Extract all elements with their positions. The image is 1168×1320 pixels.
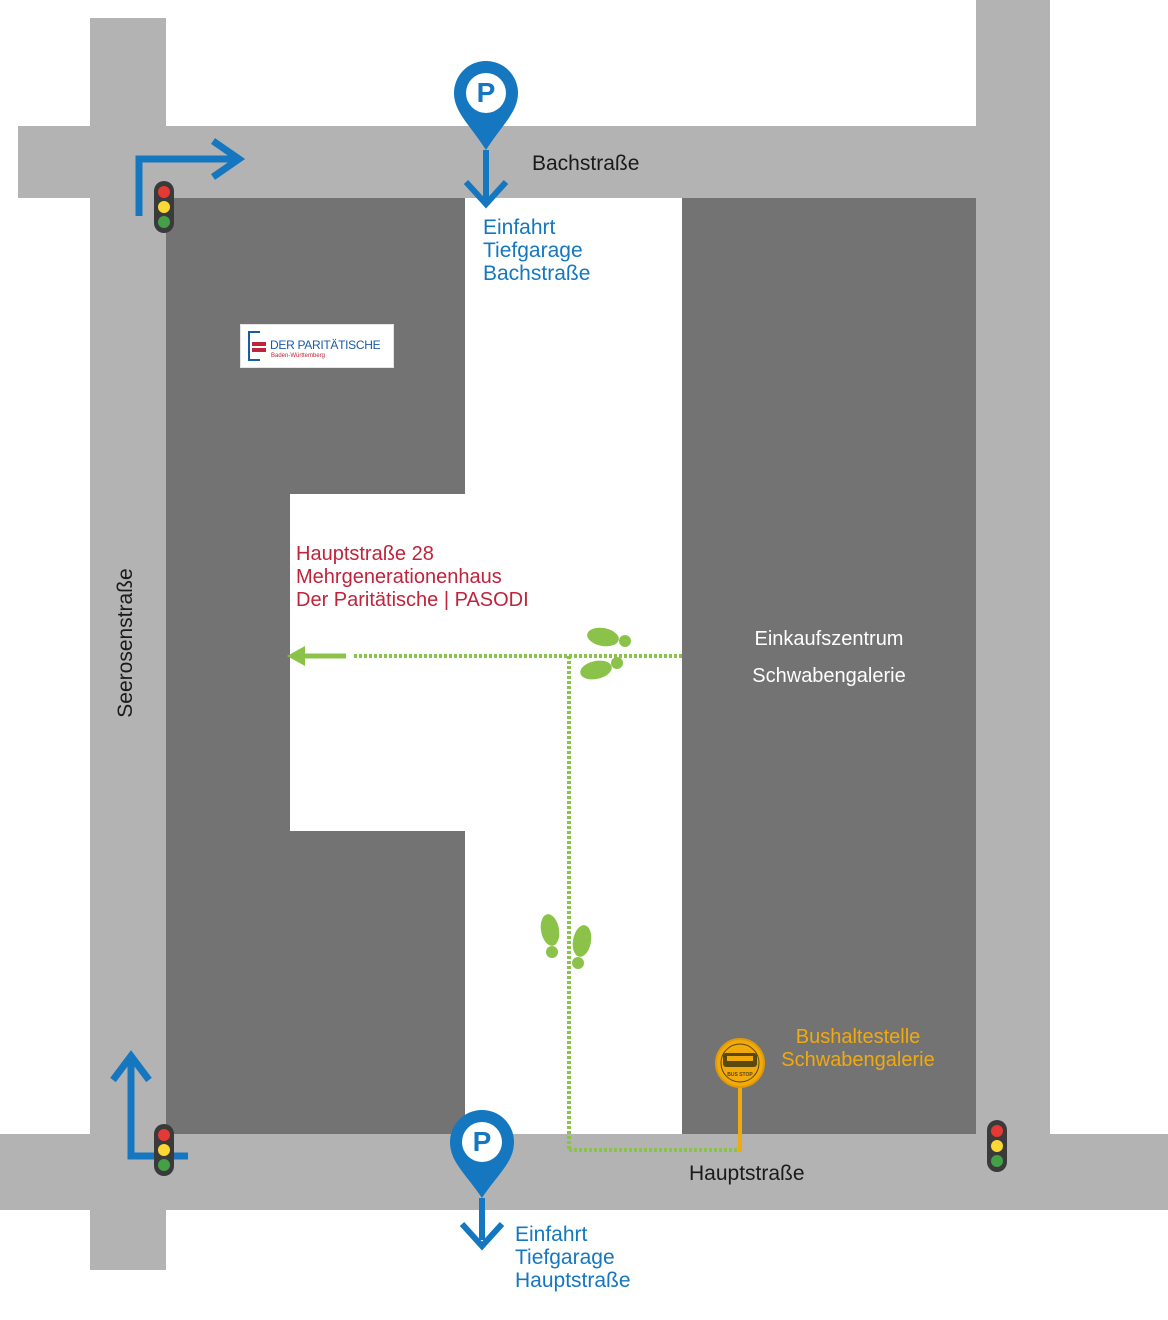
logo-name: DER PARITÄTISCHE bbox=[270, 338, 381, 352]
bus-stop-icon: BUS STOP bbox=[715, 1038, 765, 1152]
walking-path bbox=[354, 654, 740, 1152]
parking-label-hauptstrasse: Einfahrt Tiefgarage Hauptstraße bbox=[515, 1223, 631, 1292]
logo-mark-icon bbox=[252, 348, 266, 352]
logo-subtitle: Baden-Württemberg bbox=[271, 353, 326, 359]
traffic-light-icon bbox=[154, 181, 174, 233]
mall-label-line1: Einkaufszentrum bbox=[754, 628, 904, 650]
direction-arrow-icon bbox=[287, 646, 346, 666]
logo-mark-icon bbox=[252, 342, 266, 346]
roads bbox=[0, 0, 1168, 1270]
parking-label-bachstrasse: Einfahrt Tiefgarage Bachstraße bbox=[483, 216, 591, 285]
road-east bbox=[976, 0, 1050, 1210]
footprints-icon bbox=[540, 914, 592, 969]
direction-arrow-icon bbox=[135, 138, 246, 216]
paritaetische-logo: DER PARITÄTISCHE Baden-Württemberg bbox=[240, 324, 394, 368]
street-label-seerosenstrasse: Seerosenstraße bbox=[114, 568, 137, 718]
mall-label-line2: Schwabengalerie bbox=[752, 665, 906, 687]
street-label-bachstrasse: Bachstraße bbox=[532, 152, 640, 175]
parking-symbol: P bbox=[472, 1126, 492, 1157]
building-paritaetische bbox=[166, 198, 465, 1134]
road-hauptstrasse bbox=[0, 1134, 1168, 1210]
parking-symbol: P bbox=[476, 77, 496, 108]
building-schwabengalerie bbox=[682, 198, 976, 1134]
traffic-light-icon bbox=[154, 1124, 174, 1176]
parking-pin-icon bbox=[454, 61, 518, 209]
bus-stop-sign-text: BUS STOP bbox=[727, 1072, 753, 1078]
destination-label: Hauptstraße 28 Mehrgenerationenhaus Der … bbox=[296, 543, 529, 611]
traffic-light-icon bbox=[987, 1120, 1007, 1172]
footprints-icon bbox=[580, 627, 631, 680]
street-label-hauptstrasse: Hauptstraße bbox=[689, 1162, 805, 1185]
bus-stop-label: Bushaltestelle Schwabengalerie bbox=[781, 1026, 935, 1071]
logo-frame-icon bbox=[248, 331, 260, 361]
parking-pin-icon bbox=[450, 1110, 514, 1251]
